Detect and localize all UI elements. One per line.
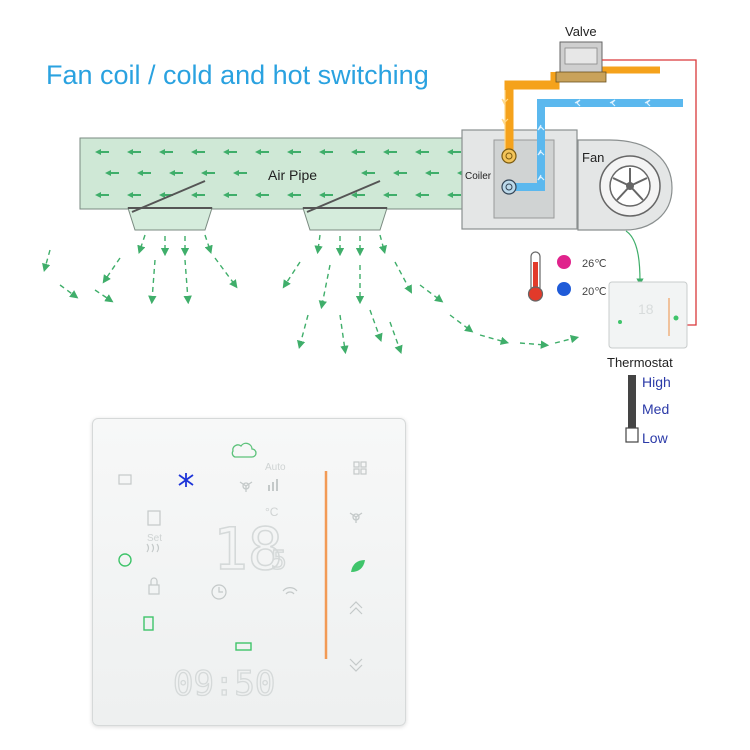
duct-arrow	[127, 149, 141, 155]
duct-arrow	[223, 192, 237, 198]
thermostat-panel: 18 5 09:50 Auto °C Set	[92, 418, 406, 726]
duct-arrow	[383, 192, 397, 198]
snowflake-icon	[178, 473, 194, 487]
cloud-icon	[231, 442, 257, 458]
airflow-arrow	[378, 234, 387, 255]
duct-arrow	[447, 149, 461, 155]
duct-arrow	[287, 149, 301, 155]
menu-grid-icon	[353, 461, 367, 475]
airflow-arrow	[554, 334, 580, 344]
hot-temp-dot	[557, 255, 571, 269]
duct-arrow	[159, 149, 173, 155]
set-label: Set	[147, 533, 163, 544]
airflow-arrow	[339, 314, 349, 355]
airflow-arrow	[314, 234, 323, 255]
airflow-arrow	[94, 289, 114, 303]
fan-speed-bars-icon	[268, 479, 278, 491]
airflow-arrow	[419, 284, 444, 303]
fan-blower	[577, 139, 673, 231]
duct-arrow	[255, 149, 269, 155]
hot-port	[501, 148, 517, 164]
valve-label: Valve	[565, 24, 597, 39]
clock-digits: 09:50	[173, 664, 275, 704]
airflow-arrow	[59, 284, 79, 299]
hot-temperature: 26℃	[582, 258, 607, 270]
airflow-arrow	[369, 309, 383, 342]
speed-low-label: Low	[642, 430, 668, 446]
fan-speed-switch	[625, 375, 639, 443]
fan-mode-auto: Auto	[265, 462, 286, 473]
airflow-arrow	[318, 264, 331, 310]
airflow-arrow	[204, 234, 213, 254]
airflow-arrow	[394, 261, 412, 294]
airflow-arrow	[148, 259, 157, 305]
room-airflow-arrows	[42, 234, 580, 355]
duct-arrow	[415, 149, 429, 155]
duct-arrow	[127, 192, 141, 198]
thermometer-icon	[527, 251, 544, 302]
cold-temp-dot	[557, 282, 571, 296]
duct-arrow	[191, 149, 205, 155]
svg-text:18: 18	[638, 301, 654, 317]
duct-airflow-arrows	[95, 149, 471, 198]
thermostat-label: Thermostat	[607, 355, 673, 370]
valve	[555, 41, 607, 83]
duct-arrow	[137, 170, 151, 176]
diagram-title: Fan coil / cold and hot switching	[46, 60, 429, 90]
duct-arrow	[95, 192, 109, 198]
duct-arrow	[201, 170, 215, 176]
airflow-arrow	[42, 249, 51, 273]
fan-label: Fan	[582, 150, 605, 165]
eco-icon	[118, 553, 252, 651]
duct-arrow	[447, 192, 461, 198]
duct-arrow	[233, 170, 247, 176]
duct-arrow	[383, 149, 397, 155]
duct-arrow	[351, 149, 365, 155]
airflow-arrow	[519, 340, 550, 349]
diffuser-left	[127, 180, 213, 231]
cold-temperature: 20℃	[582, 286, 607, 298]
airflow-arrow	[183, 259, 192, 305]
airflow-arrow	[282, 261, 301, 289]
airflow-arrow	[214, 257, 238, 289]
duct-arrow	[95, 149, 109, 155]
thermostat-mini: 18	[608, 281, 688, 349]
duct-arrow	[425, 170, 439, 176]
temperature-decimal: 5	[271, 546, 287, 576]
duct-arrow	[351, 192, 365, 198]
duct-arrow	[223, 149, 237, 155]
fan-icon	[239, 481, 363, 523]
temperature-digits: 18	[213, 515, 283, 583]
airflow-arrow	[102, 257, 121, 284]
duct-arrow	[169, 170, 183, 176]
mode-icons	[118, 474, 363, 672]
duct-arrow	[287, 192, 301, 198]
airflow-arrow	[137, 234, 146, 254]
duct-arrow	[159, 192, 173, 198]
cold-port	[501, 179, 517, 195]
air-pipe-label: Air Pipe	[268, 167, 318, 183]
duct-arrow	[255, 192, 269, 198]
hot-water-pipe	[504, 72, 560, 155]
diffuser-right	[302, 180, 388, 231]
speed-high-label: High	[642, 374, 671, 390]
airflow-arrow	[389, 321, 403, 354]
duct-arrow	[191, 192, 205, 198]
coiler-label: Coiler	[465, 171, 492, 182]
leaf-icon	[351, 560, 365, 572]
speed-med-label: Med	[642, 401, 670, 417]
airflow-arrow	[297, 314, 309, 350]
duct-arrow	[393, 170, 407, 176]
airflow-arrow	[479, 334, 510, 345]
duct-arrow	[319, 192, 333, 198]
duct-arrow	[105, 170, 119, 176]
airflow-arrow	[449, 314, 474, 333]
duct-arrow	[319, 149, 333, 155]
duct-arrow	[361, 170, 375, 176]
duct-arrow	[415, 192, 429, 198]
temperature-unit: °C	[265, 505, 279, 519]
